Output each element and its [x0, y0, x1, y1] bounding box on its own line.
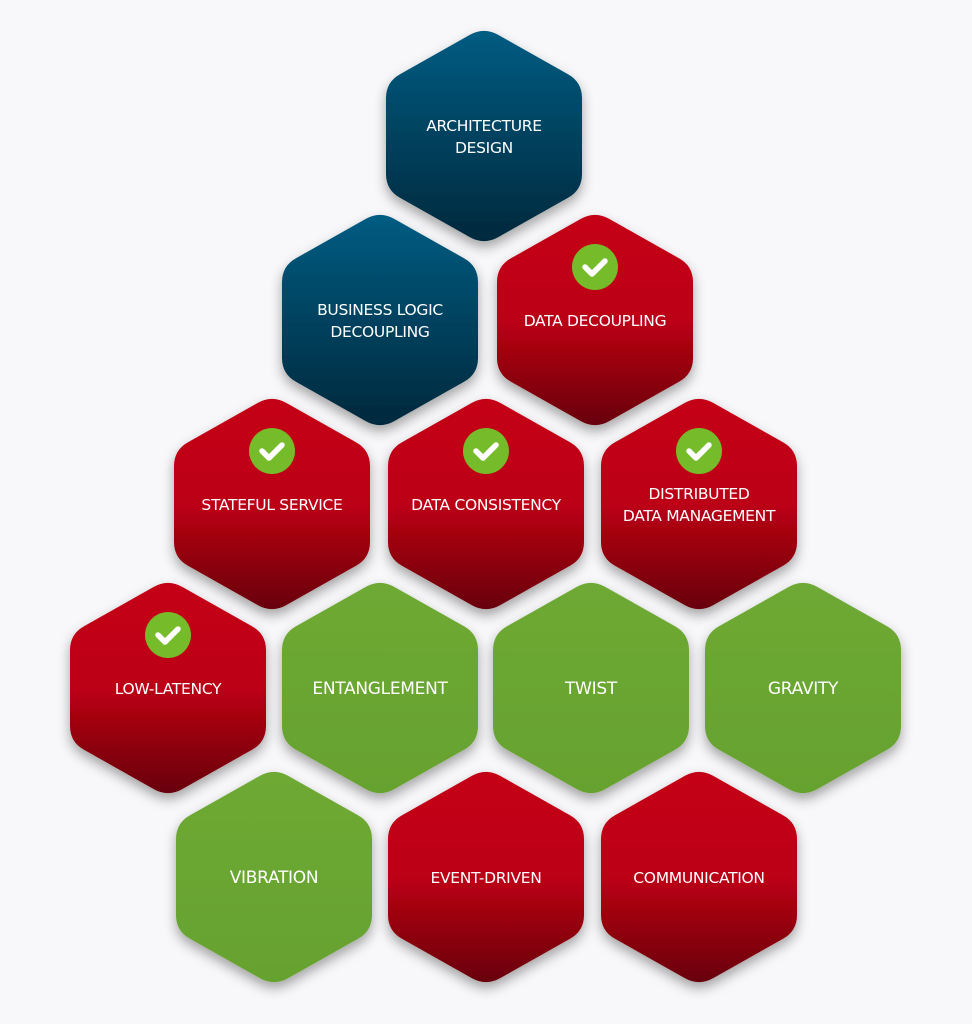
hexagon-label: LOW-LATENCY [115, 680, 222, 698]
hexagon-shape [386, 30, 582, 242]
hexagon-shape [282, 582, 478, 794]
hexagon-low-latency: LOW-LATENCY [70, 582, 266, 794]
hexagon-label: EVENT-DRIVEN [430, 869, 541, 887]
hexagon-shape [174, 398, 370, 610]
hexagon-twist: TWIST [493, 582, 689, 794]
hexagon-shape [282, 214, 478, 426]
hexagon-communication: COMMUNICATION [601, 771, 797, 983]
hexagon-event-driven: EVENT-DRIVEN [388, 771, 584, 983]
hexagon-label: DATA DECOUPLING [524, 312, 667, 330]
hexagon-label: DATA MANAGEMENT [623, 507, 776, 525]
hexagon-label: DECOUPLING [330, 323, 429, 341]
checkmark-icon [145, 612, 191, 658]
hexagon-shape [493, 582, 689, 794]
hexagon-label: BUSINESS LOGIC [317, 301, 443, 319]
checkmark-icon [249, 428, 295, 474]
hexagon-stateful-service: STATEFUL SERVICE [174, 398, 370, 610]
hexagon-label: ENTANGLEMENT [312, 679, 448, 699]
hexagon-shape [497, 214, 693, 426]
hexagon-entanglement: ENTANGLEMENT [282, 582, 478, 794]
hexagon-business-logic-decoupling: BUSINESS LOGIC DECOUPLING [282, 214, 478, 426]
hexagon-shape [176, 771, 372, 983]
hexagon-label: VIBRATION [230, 868, 319, 888]
hexagon-label: GRAVITY [768, 679, 839, 699]
hexagon-data-decoupling: DATA DECOUPLING [497, 214, 693, 426]
hexagon-gravity: GRAVITY [705, 582, 901, 794]
hexagon-data-consistency: DATA CONSISTENCY [388, 398, 584, 610]
hexagon-shape [601, 398, 797, 610]
hexagon-architecture-design: ARCHITECTURE DESIGN [386, 30, 582, 242]
hexagon-shape [705, 582, 901, 794]
hexagon-label: DESIGN [455, 139, 513, 157]
hexagon-shape [601, 771, 797, 983]
hexagon-shape [388, 398, 584, 610]
hexagon-distributed-data-management: DISTRIBUTED DATA MANAGEMENT [601, 398, 797, 610]
checkmark-icon [463, 428, 509, 474]
hexagon-shape [388, 771, 584, 983]
checkmark-icon [676, 428, 722, 474]
hexagon-label: TWIST [564, 679, 618, 699]
hexagon-shape [70, 582, 266, 794]
hexagon-label: ARCHITECTURE [426, 117, 542, 135]
checkmark-icon [572, 244, 618, 290]
hexagon-label: COMMUNICATION [633, 869, 764, 887]
hexagon-label: DISTRIBUTED [648, 485, 749, 503]
hexagon-label: STATEFUL SERVICE [201, 496, 342, 514]
hexagon-vibration: VIBRATION [176, 771, 372, 983]
hexagon-label: DATA CONSISTENCY [411, 496, 562, 514]
